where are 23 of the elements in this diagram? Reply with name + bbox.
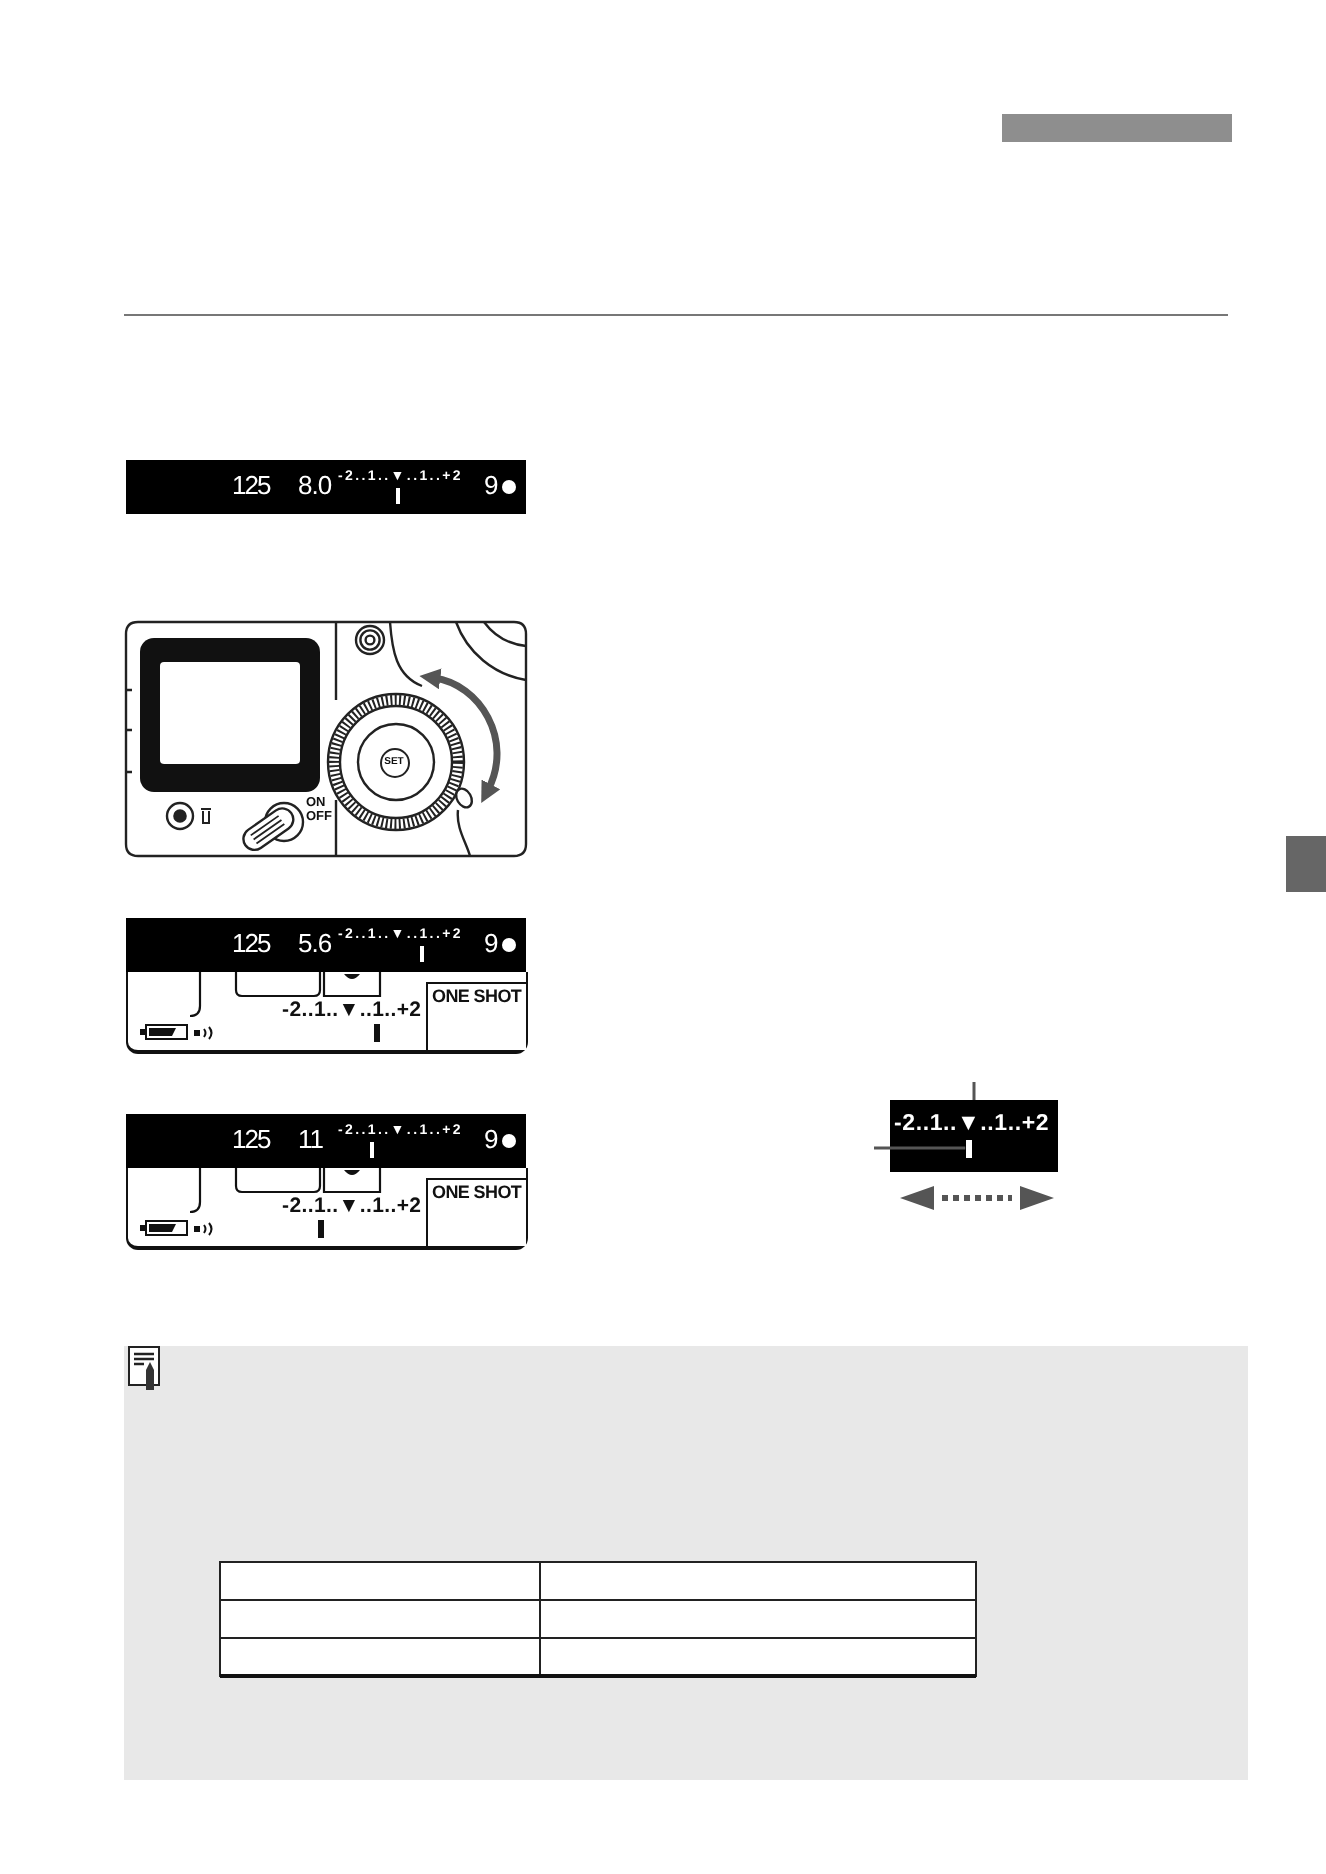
aperture-readout: 11 — [298, 1126, 323, 1152]
exposure-level-scale: -2..1..▼..1..+2 — [282, 1196, 422, 1217]
exposure-level-scale: -2..1..▼..1..+2 — [282, 1000, 422, 1021]
shutter-speed-readout: 125 — [232, 930, 270, 956]
exposure-level-scale: -2..1..▼..1..+2 — [894, 1114, 1050, 1137]
exposure-scale-closeup — [890, 1100, 1058, 1172]
lcd-panel — [126, 1168, 528, 1250]
viewfinder-display — [126, 918, 526, 972]
shot-count-readout: 9 — [484, 1126, 499, 1152]
af-mode-indicator: ONE SHOT — [426, 1178, 526, 1246]
af-mode-indicator: ONE SHOT — [426, 982, 526, 1050]
viewfinder-display — [126, 460, 526, 514]
lcd-panel — [126, 972, 528, 1054]
shot-count-readout: 9 — [484, 930, 499, 956]
leader-line — [972, 1082, 976, 1100]
leader-line — [874, 1146, 966, 1150]
shutter-speed-readout: 125 — [232, 472, 270, 498]
shutter-speed-readout: 125 — [232, 1126, 270, 1152]
level-marker — [965, 1140, 972, 1158]
aperture-readout: 8.0 — [298, 472, 332, 498]
shot-count-readout: 9 — [484, 472, 499, 498]
aperture-readout: 5.6 — [298, 930, 332, 956]
viewfinder-display — [126, 1114, 526, 1168]
